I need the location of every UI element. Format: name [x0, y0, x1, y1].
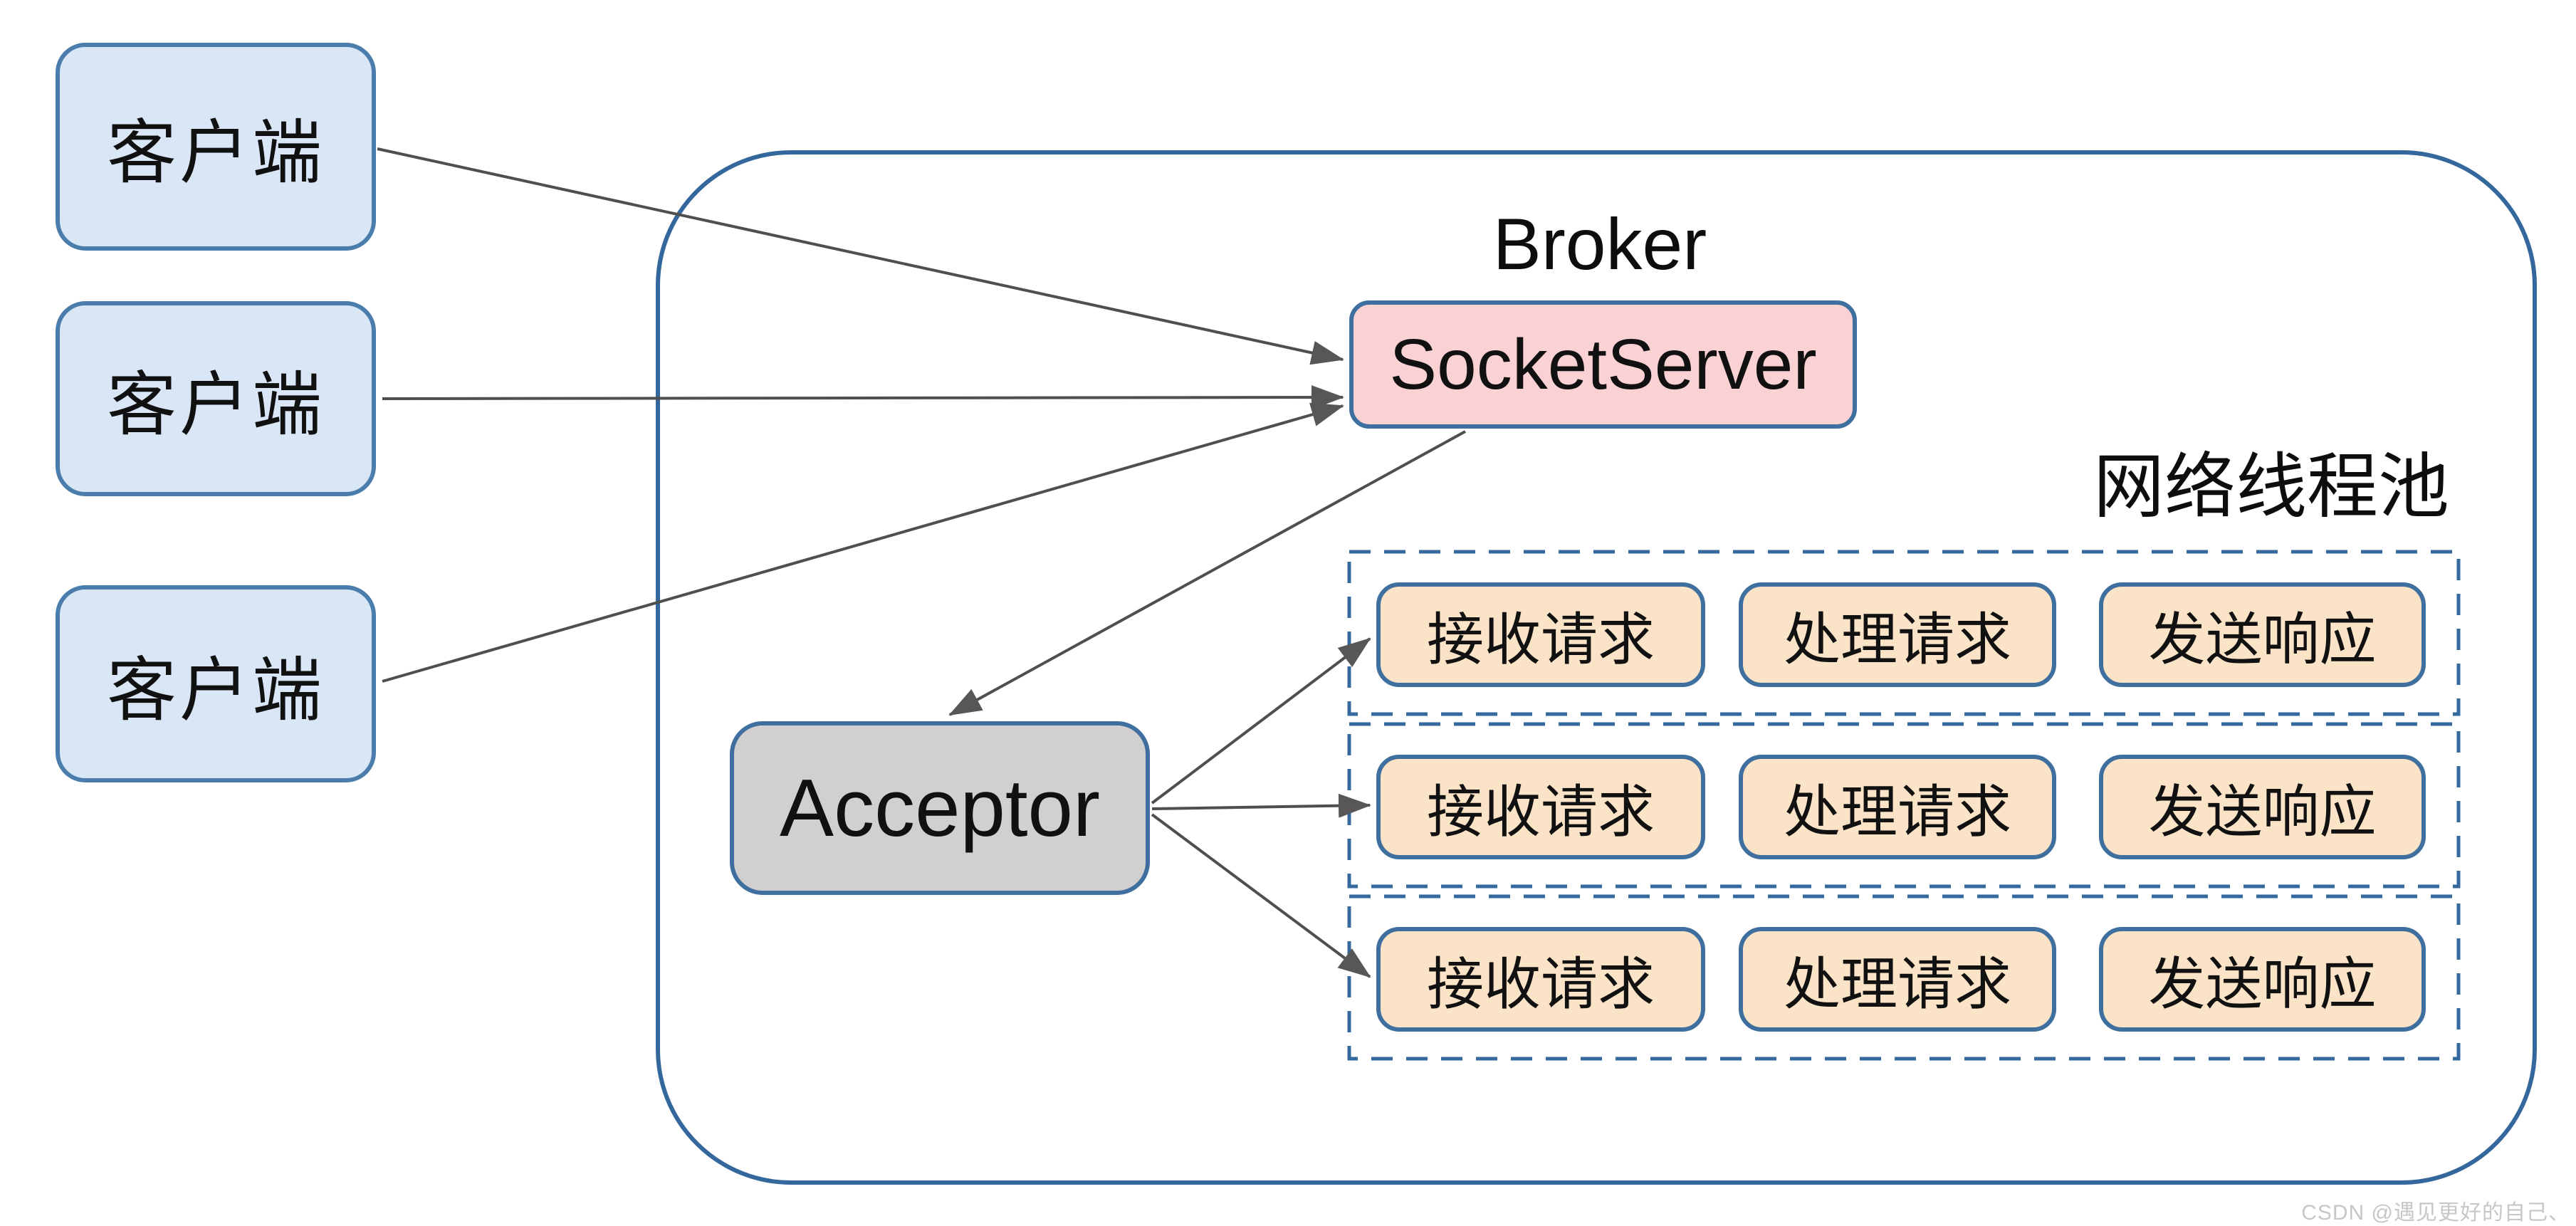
- client-node-2: 客户端: [56, 301, 376, 496]
- row3-receive-request-label: 接收请求: [1427, 952, 1655, 1016]
- row2-receive-request-label: 接收请求: [1427, 780, 1655, 844]
- acceptor-node: Acceptor: [730, 721, 1150, 895]
- row1-send-response-label: 发送响应: [2148, 607, 2377, 671]
- row2-process-request-label: 处理请求: [1784, 780, 2011, 844]
- client-1-label: 客户端: [106, 113, 325, 192]
- acceptor-label: Acceptor: [780, 763, 1100, 854]
- row3-receive-request-box: 接收请求: [1376, 927, 1705, 1032]
- client-node-3: 客户端: [56, 585, 376, 782]
- broker-title-text: Broker: [1492, 203, 1707, 285]
- csdn-watermark: CSDN @遇见更好的自己、: [2301, 1201, 2570, 1225]
- network-thread-pool-title-text: 网络线程池: [2093, 446, 2449, 527]
- row3-process-request-label: 处理请求: [1784, 952, 2011, 1016]
- broker-title: Broker: [1486, 203, 1714, 285]
- row2-send-response-box: 发送响应: [2099, 755, 2426, 859]
- row1-receive-request-label: 接收请求: [1427, 607, 1655, 671]
- row2-process-request-box: 处理请求: [1739, 755, 2056, 859]
- row1-process-request-label: 处理请求: [1784, 607, 2011, 671]
- client-2-label: 客户端: [106, 365, 325, 444]
- row1-receive-request-box: 接收请求: [1376, 582, 1705, 687]
- network-thread-pool-title: 网络线程池: [2086, 440, 2456, 527]
- client-3-label: 客户端: [106, 650, 325, 729]
- socketserver-node: SocketServer: [1349, 300, 1857, 429]
- row3-send-response-label: 发送响应: [2148, 952, 2377, 1016]
- row2-send-response-label: 发送响应: [2148, 780, 2377, 844]
- client-node-1: 客户端: [56, 43, 376, 251]
- row2-receive-request-box: 接收请求: [1376, 755, 1705, 859]
- socketserver-label: SocketServer: [1389, 324, 1817, 404]
- row1-send-response-box: 发送响应: [2099, 582, 2426, 687]
- row3-process-request-box: 处理请求: [1739, 927, 2056, 1032]
- row3-send-response-box: 发送响应: [2099, 927, 2426, 1032]
- row1-process-request-box: 处理请求: [1739, 582, 2056, 687]
